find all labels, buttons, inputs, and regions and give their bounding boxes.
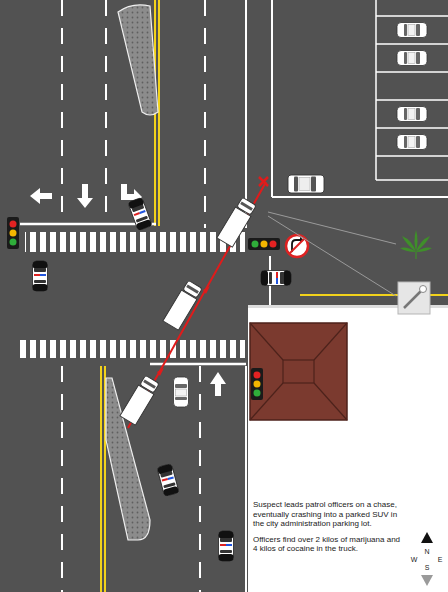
evidence-note: Officers find over 2 kilos of marijuana … [253,535,403,554]
compass-letter: N [424,548,429,555]
compass-letter: W [411,556,418,563]
compass-letter: S [425,564,430,571]
incident-note: Suspect leads patrol officers on a chase… [253,500,403,529]
compass-letter: E [438,556,443,563]
